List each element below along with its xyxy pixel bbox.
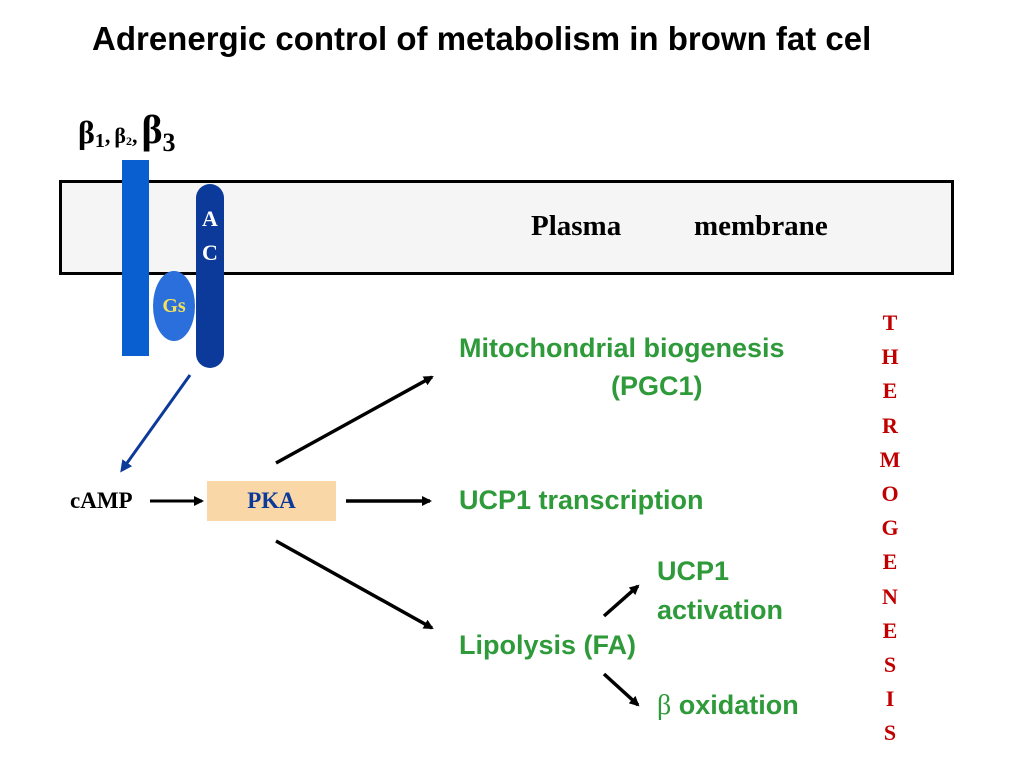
thermo-letter-12: I bbox=[885, 686, 895, 712]
camp-label: cAMP bbox=[70, 488, 133, 513]
beta-receptors-label: β1, β2, β3 bbox=[78, 106, 176, 158]
thermo-letter-11: S bbox=[883, 652, 897, 678]
adenylyl-cyclase bbox=[196, 184, 224, 368]
pka-label: PKA bbox=[247, 488, 296, 513]
thermo-letter-7: G bbox=[881, 515, 899, 541]
pka-box: PKA bbox=[207, 481, 336, 521]
thermo-letter-10: E bbox=[882, 617, 898, 643]
beta2-symbol: β bbox=[114, 123, 126, 148]
thermo-letter-4: R bbox=[882, 412, 898, 438]
ucp1-transcription-label: UCP1 transcription bbox=[459, 485, 704, 515]
thermo-letter-2: H bbox=[881, 344, 899, 370]
beta2-subscript: 2 bbox=[125, 134, 132, 148]
thermo-letter-3: E bbox=[882, 378, 898, 404]
arrow-ac-to-camp bbox=[120, 374, 192, 473]
oxidation-text: oxidation bbox=[678, 690, 799, 720]
beta-adrenergic-receptor bbox=[122, 160, 149, 356]
lipolysis-label: Lipolysis (FA) bbox=[459, 630, 637, 660]
ac-letter-a: A bbox=[202, 206, 218, 231]
arrow-pka-to-mito bbox=[275, 375, 434, 465]
ucp1-activation-line1: UCP1 bbox=[657, 556, 730, 586]
thermo-letter-13: S bbox=[883, 720, 897, 746]
thermo-letter-1: T bbox=[882, 310, 898, 335]
arrow-pka-to-lipolysis bbox=[275, 539, 434, 630]
thermogenesis-label: T H E R M O G E N E S I S bbox=[872, 306, 908, 751]
beta1-subscript: 1 bbox=[94, 130, 105, 152]
beta3-symbol: β bbox=[141, 107, 163, 152]
thermo-letter-8: E bbox=[882, 549, 898, 575]
page-title: Adrenergic control of metabolism in brow… bbox=[92, 20, 872, 57]
mitochondrial-biogenesis-label: Mitochondrial biogenesis bbox=[459, 333, 785, 363]
thermo-letter-5: M bbox=[879, 446, 901, 472]
gs-label: Gs bbox=[162, 294, 186, 317]
beta1-symbol: β bbox=[78, 114, 95, 150]
beta3-subscript: 3 bbox=[162, 128, 176, 157]
membrane-label-plasma: Plasma bbox=[531, 210, 622, 242]
thermo-letter-6: O bbox=[881, 481, 899, 507]
pgc1-label: (PGC1) bbox=[611, 371, 703, 401]
separator-2: , bbox=[131, 123, 138, 148]
arrow-lipolysis-to-beta-oxidation bbox=[602, 672, 640, 707]
separator-1: , bbox=[104, 123, 111, 148]
beta-oxidation-label: β oxidation bbox=[657, 690, 799, 722]
ucp1-activation-line2: activation bbox=[657, 595, 784, 625]
thermo-letter-9: N bbox=[882, 583, 898, 609]
ac-letter-c: C bbox=[202, 240, 218, 265]
beta-symbol: β bbox=[657, 690, 672, 721]
gs-protein: Gs bbox=[153, 271, 195, 341]
arrow-lipolysis-to-ucp1-activation bbox=[602, 584, 640, 618]
membrane-label-membrane: membrane bbox=[694, 210, 828, 242]
